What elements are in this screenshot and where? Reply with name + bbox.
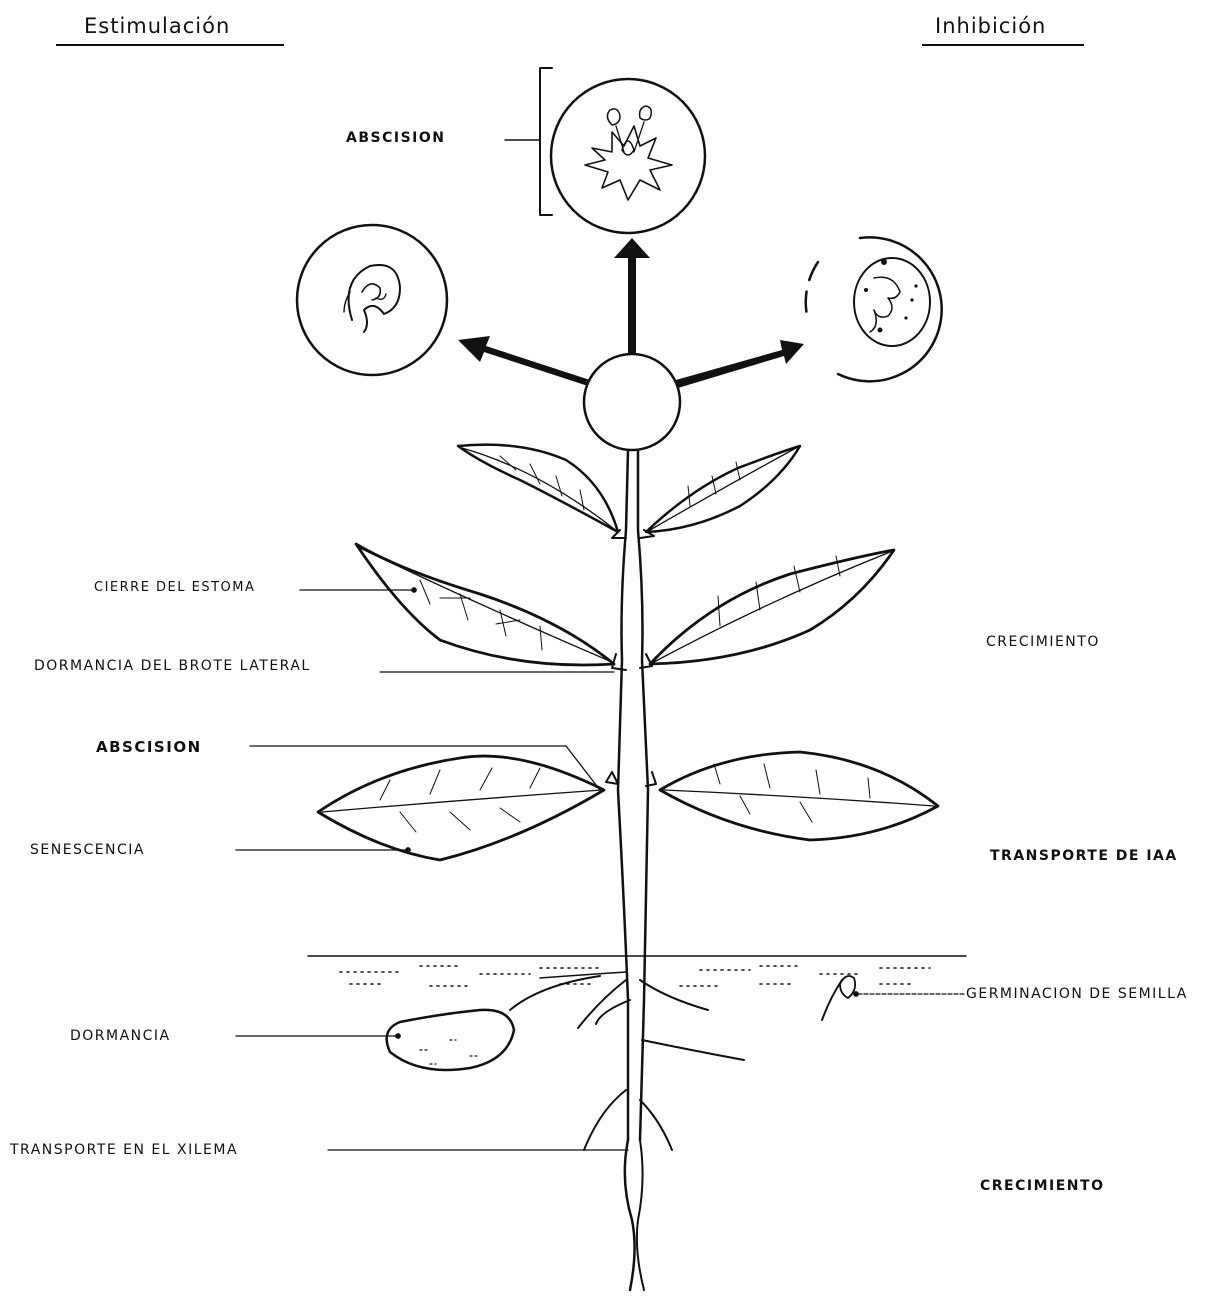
stem xyxy=(606,450,656,1290)
seed-circle xyxy=(806,237,942,381)
leader-lines xyxy=(236,588,964,1150)
tuber xyxy=(387,976,600,1070)
flower-circle xyxy=(505,68,705,233)
middle-leaves xyxy=(356,544,894,665)
arrow-left xyxy=(458,336,590,386)
lower-leaves xyxy=(318,752,938,860)
arrow-right xyxy=(676,340,804,388)
seed xyxy=(822,976,855,1020)
bud-circle xyxy=(297,225,447,375)
apex-circle xyxy=(584,354,680,450)
arrow-up xyxy=(614,238,650,362)
soil xyxy=(308,956,966,986)
